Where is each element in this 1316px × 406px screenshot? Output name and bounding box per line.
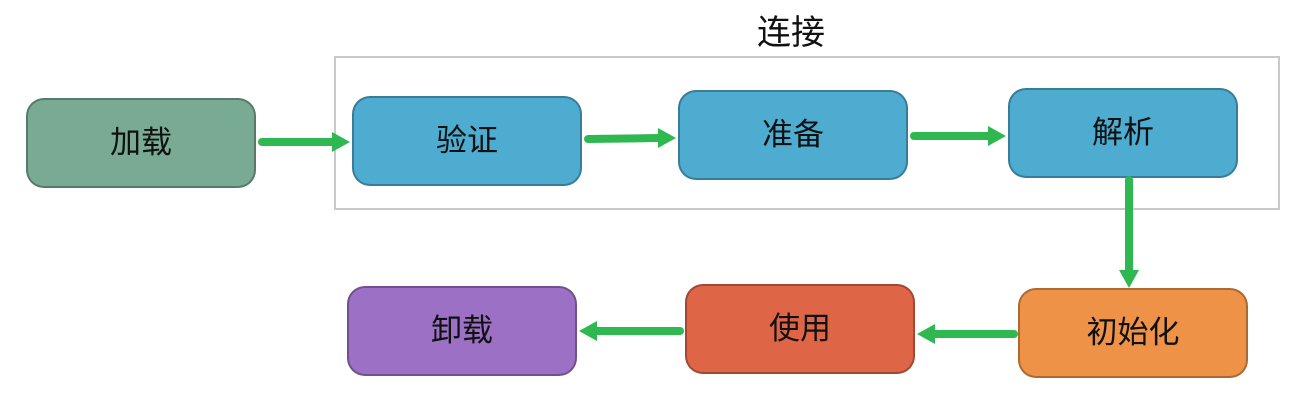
node-init: 初始化 xyxy=(1018,288,1248,378)
node-use: 使用 xyxy=(685,284,915,374)
arrow-use-to-unload xyxy=(579,321,684,341)
node-init-label: 初始化 xyxy=(1086,314,1180,351)
node-unload: 卸载 xyxy=(347,286,577,376)
node-prepare-label: 准备 xyxy=(762,116,824,153)
node-verify: 验证 xyxy=(352,96,582,186)
node-resolve-label: 解析 xyxy=(1092,114,1154,151)
node-verify-label: 验证 xyxy=(436,122,498,159)
node-load-label: 加载 xyxy=(110,124,172,161)
node-load: 加载 xyxy=(26,98,256,188)
node-use-label: 使用 xyxy=(769,310,831,347)
node-resolve: 解析 xyxy=(1008,88,1238,178)
connection-group-label: 连接 xyxy=(757,13,825,53)
arrow-init-to-use xyxy=(917,324,1018,344)
node-prepare: 准备 xyxy=(678,90,908,180)
node-unload-label: 卸载 xyxy=(431,312,493,349)
